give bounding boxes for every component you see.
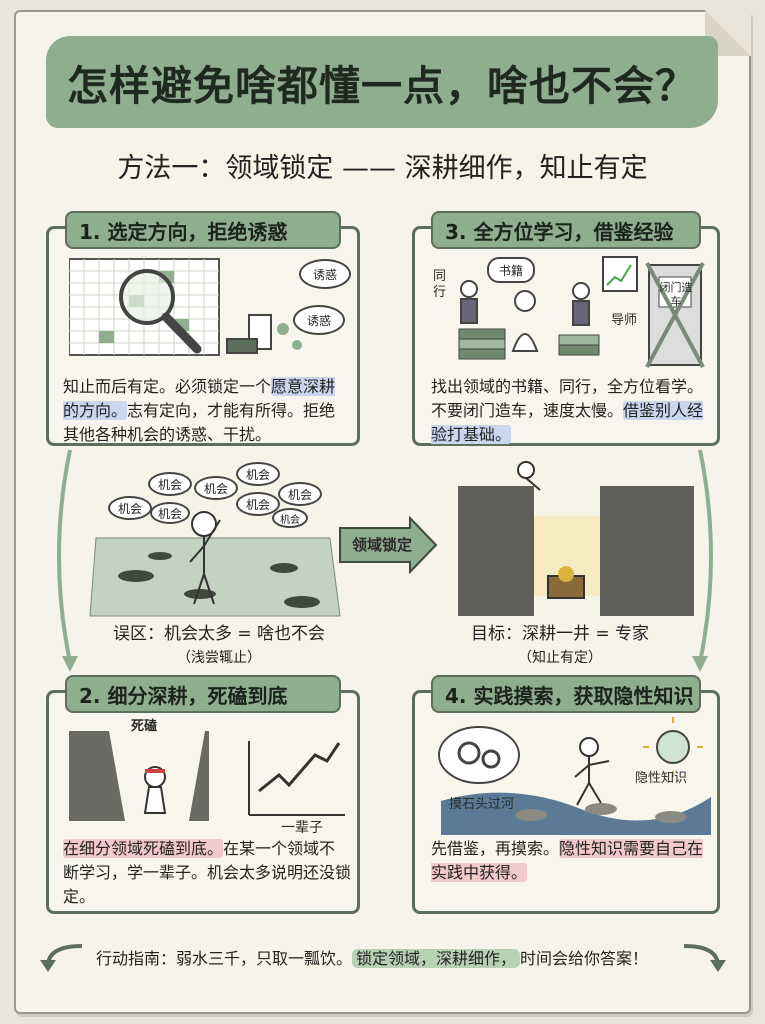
panel-3-heading: 3. 全方位学习，借鉴经验 (431, 211, 701, 249)
panel-1-heading: 1. 选定方向，拒绝诱惑 (65, 211, 341, 249)
label-books: 书籍 (487, 257, 535, 283)
label-peer: 同行 (433, 269, 447, 300)
panel-3-text-a: 找出领域的书籍、同行，全方位看学。不要闭门造车，速度太慢。 (431, 377, 704, 420)
opportunity-bubble-7: 机会 (278, 482, 322, 506)
left-caption-main: 误区：机会太多 = 啥也不会 (112, 624, 326, 644)
panel-3-body: 找出领域的书籍、同行，全方位看学。不要闭门造车，速度太慢。借鉴别人经验打基础。 (431, 375, 715, 447)
right-caption: 目标：深耕一井 = 专家 （知止有定） (440, 622, 680, 670)
glowing-orb-icon (643, 717, 703, 777)
left-curved-arrow-icon (40, 944, 83, 972)
closed-door-icon (645, 262, 705, 368)
growth-chart-icon (248, 741, 345, 816)
panel-2-text-b: 在某一个领域不断学习，学一辈子。机会太多说明还没锁定。 (63, 839, 352, 906)
walking-person-icon (574, 737, 610, 806)
opportunity-bubble-3: 机会 (236, 462, 280, 486)
domain-lock-label: 领域锁定 (351, 536, 412, 554)
panel-2: 2. 细分深耕，死磕到底 死磕 一辈子 在细分领域死磕到底。在某一个领域不断学习… (46, 675, 360, 914)
stop-hand-icon (226, 314, 302, 354)
label-mentor: 导师 (611, 313, 638, 328)
footer-text: 行动指南：弱水三千，只取一瓢饮。锁定领域，深耕细作，时间会给你答案！ (96, 945, 648, 969)
page-title: 怎样避免啥都懂一点，啥也不会？ (67, 62, 697, 110)
student-figure-icon (460, 280, 590, 352)
panel-2-illustration (69, 731, 345, 821)
books-stack-icon (458, 328, 600, 360)
label-sike: 死磕 (131, 719, 158, 734)
label-lifetime: 一辈子 (281, 820, 323, 836)
panel-1-body: 知止而后有定。必须锁定一个愿意深耕的方向。志有定向，才能有所得。拒绝其他各种机会… (63, 375, 351, 447)
label-tacit: 隐性知识 (635, 771, 688, 786)
temptation-bubble-2: 诱惑 (293, 305, 345, 335)
footer-text-highlight: 锁定领域，深耕细作， (352, 949, 521, 968)
panel-3-illustration (458, 256, 705, 368)
panel-1-illustration (69, 258, 302, 356)
right-caption-sub: （知止有定） (518, 650, 602, 666)
panel-3: 3. 全方位学习，借鉴经验 同行 书籍 导师 闭门造车 找出领域的书籍、同行，全… (412, 211, 720, 447)
deep-well-illustration (458, 461, 694, 616)
footer-action-guide: 行动指南：弱水三千，只取一瓢饮。锁定领域，深耕细作，时间会给你答案！ (38, 926, 728, 988)
opportunity-bubble-8: 机会 (272, 508, 308, 528)
right-arrow-icon (339, 516, 438, 574)
panel-4: 4. 实践摸索，获取隐性知识 摸石头过河 隐性知识 先借鉴，再摸索。隐性知识需要… (412, 675, 720, 914)
chart-board-icon (602, 256, 638, 292)
magnifying-glass-icon (119, 269, 202, 354)
page-subtitle: 方法一：领域锁定 —— 深耕细作，知止有定 (117, 153, 648, 184)
label-closed-door: 闭门造车 (659, 281, 693, 308)
panel-4-illustration (438, 717, 711, 835)
panel-4-body: 先借鉴，再摸索。隐性知识需要自己在实践中获得。 (431, 837, 715, 885)
footer-text-a: 行动指南：弱水三千，只取一瓢饮。 (96, 949, 353, 968)
panel-4-text-a: 先借鉴，再摸索。 (431, 839, 560, 858)
panel-1-text-a: 知止而后有定。必须锁定一个 (63, 377, 272, 396)
opportunity-bubble-1: 机会 (148, 472, 192, 496)
opportunity-bubble-2: 机会 (194, 476, 238, 500)
panel-1-text-c: 志有定向，才能有所得。拒绝其他各种机会的诱惑、干扰。 (63, 401, 336, 444)
domain-lock-arrow: 领域锁定 (338, 516, 438, 574)
left-caption: 误区：机会太多 = 啥也不会 （浅尝辄止） (84, 622, 354, 670)
gears-cloud-icon (438, 726, 520, 784)
digging-pit-illustration (69, 731, 209, 821)
panel-4-heading: 4. 实践摸索，获取隐性知识 (431, 675, 701, 713)
label-river: 摸石头过河 (449, 797, 515, 812)
opportunity-bubble-5: 机会 (150, 502, 190, 524)
footer-text-c: 时间会给你答案！ (520, 949, 649, 968)
opportunity-bubble-4: 机会 (108, 496, 152, 520)
field-with-holes (89, 537, 341, 617)
confused-person-icon (189, 511, 221, 605)
middle-illustration (57, 449, 713, 672)
temptation-bubble-1: 诱惑 (299, 259, 351, 289)
left-caption-sub: （浅尝辄止） (177, 650, 261, 666)
opportunity-bubble-6: 机会 (236, 492, 280, 516)
panel-1: 1. 选定方向，拒绝诱惑 诱惑 诱惑 知止而后有定。必须锁定一个愿意深耕的方向。… (46, 211, 360, 447)
right-curved-arrow-icon (683, 944, 726, 972)
panel-2-heading: 2. 细分深耕，死磕到底 (65, 675, 341, 713)
panel-2-body: 在细分领域死磕到底。在某一个领域不断学习，学一辈子。机会太多说明还没锁定。 (63, 837, 351, 909)
panel-2-text-highlight: 在细分领域死磕到底。 (63, 839, 224, 858)
title-banner: 怎样避免啥都懂一点，啥也不会？ (46, 36, 718, 128)
river-stones (441, 792, 711, 835)
right-caption-main: 目标：深耕一井 = 专家 (470, 624, 650, 644)
